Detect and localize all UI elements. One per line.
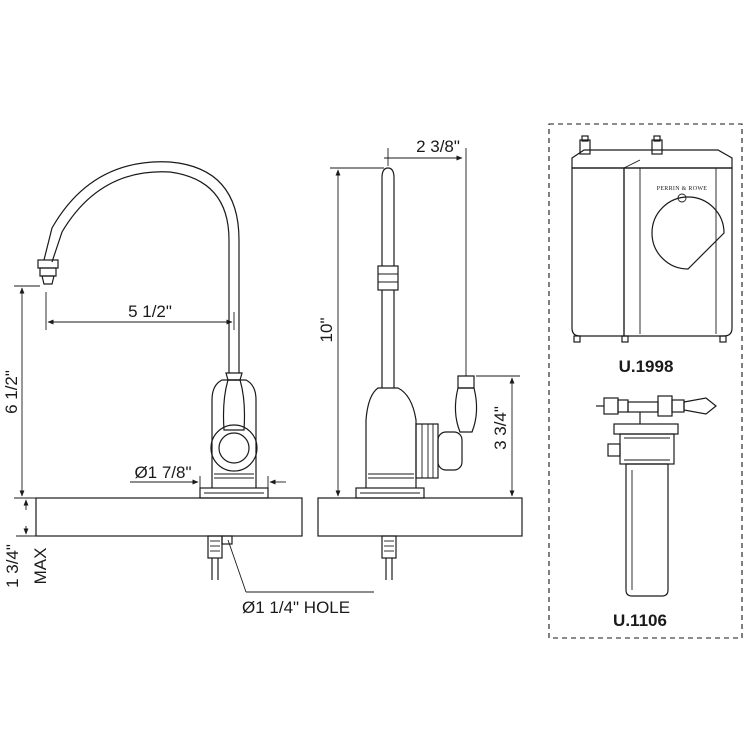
side-base-plate bbox=[355, 487, 425, 499]
front-faucet-body bbox=[211, 379, 257, 488]
tank-brand-label: PERRIN & ROWE bbox=[657, 186, 708, 192]
handle-height-label: 3 3/4" bbox=[491, 406, 510, 450]
front-handle-hub bbox=[210, 424, 258, 472]
side-riser-collar bbox=[377, 265, 399, 291]
tank-model-label: U.1998 bbox=[619, 357, 674, 376]
front-dimensions: 5 1/2" 6 1/2" Ø1 7/8" 1 3/4" MAX Ø1 1/4"… bbox=[2, 285, 374, 617]
side-dimensions: 2 3/8" 10" 3 3/4" bbox=[317, 137, 520, 499]
spout-reach-label: 5 1/2" bbox=[128, 302, 172, 321]
filter-model-label: U.1106 bbox=[613, 611, 667, 630]
spout-projection-label: 2 3/8" bbox=[416, 137, 460, 156]
deck-max-label: MAX bbox=[31, 548, 50, 585]
side-shank bbox=[381, 535, 397, 559]
front-spout-tip bbox=[37, 259, 59, 269]
front-shank bbox=[207, 535, 223, 559]
mounting-hole-label: Ø1 1/4" HOLE bbox=[242, 598, 350, 617]
hot-water-tank: PERRIN & ROWE bbox=[571, 135, 733, 343]
deck-thickness-label: 1 3/4" bbox=[3, 544, 22, 588]
water-filter bbox=[596, 395, 717, 597]
side-view bbox=[317, 167, 523, 580]
spout-height-label: 6 1/2" bbox=[2, 370, 21, 414]
front-countertop bbox=[35, 497, 303, 537]
front-handle-lever bbox=[222, 379, 246, 431]
base-diameter-label: Ø1 7/8" bbox=[134, 463, 191, 482]
components-dashed-frame bbox=[548, 123, 743, 639]
front-view bbox=[35, 161, 303, 580]
tank-logo-icon bbox=[677, 193, 687, 203]
side-faucet-body bbox=[365, 387, 417, 488]
front-spout bbox=[51, 171, 230, 263]
front-base-plate bbox=[199, 487, 269, 499]
overall-height-label: 10" bbox=[317, 318, 336, 343]
side-countertop bbox=[317, 497, 523, 537]
tank-dial bbox=[651, 196, 725, 270]
side-spout bbox=[381, 167, 395, 266]
side-handle-collar bbox=[415, 423, 439, 479]
components-panel: PERRIN & ROWE U.1998 U.1106 bbox=[548, 123, 743, 639]
side-handle-lever bbox=[454, 387, 478, 433]
filter-cartridge bbox=[625, 463, 669, 597]
